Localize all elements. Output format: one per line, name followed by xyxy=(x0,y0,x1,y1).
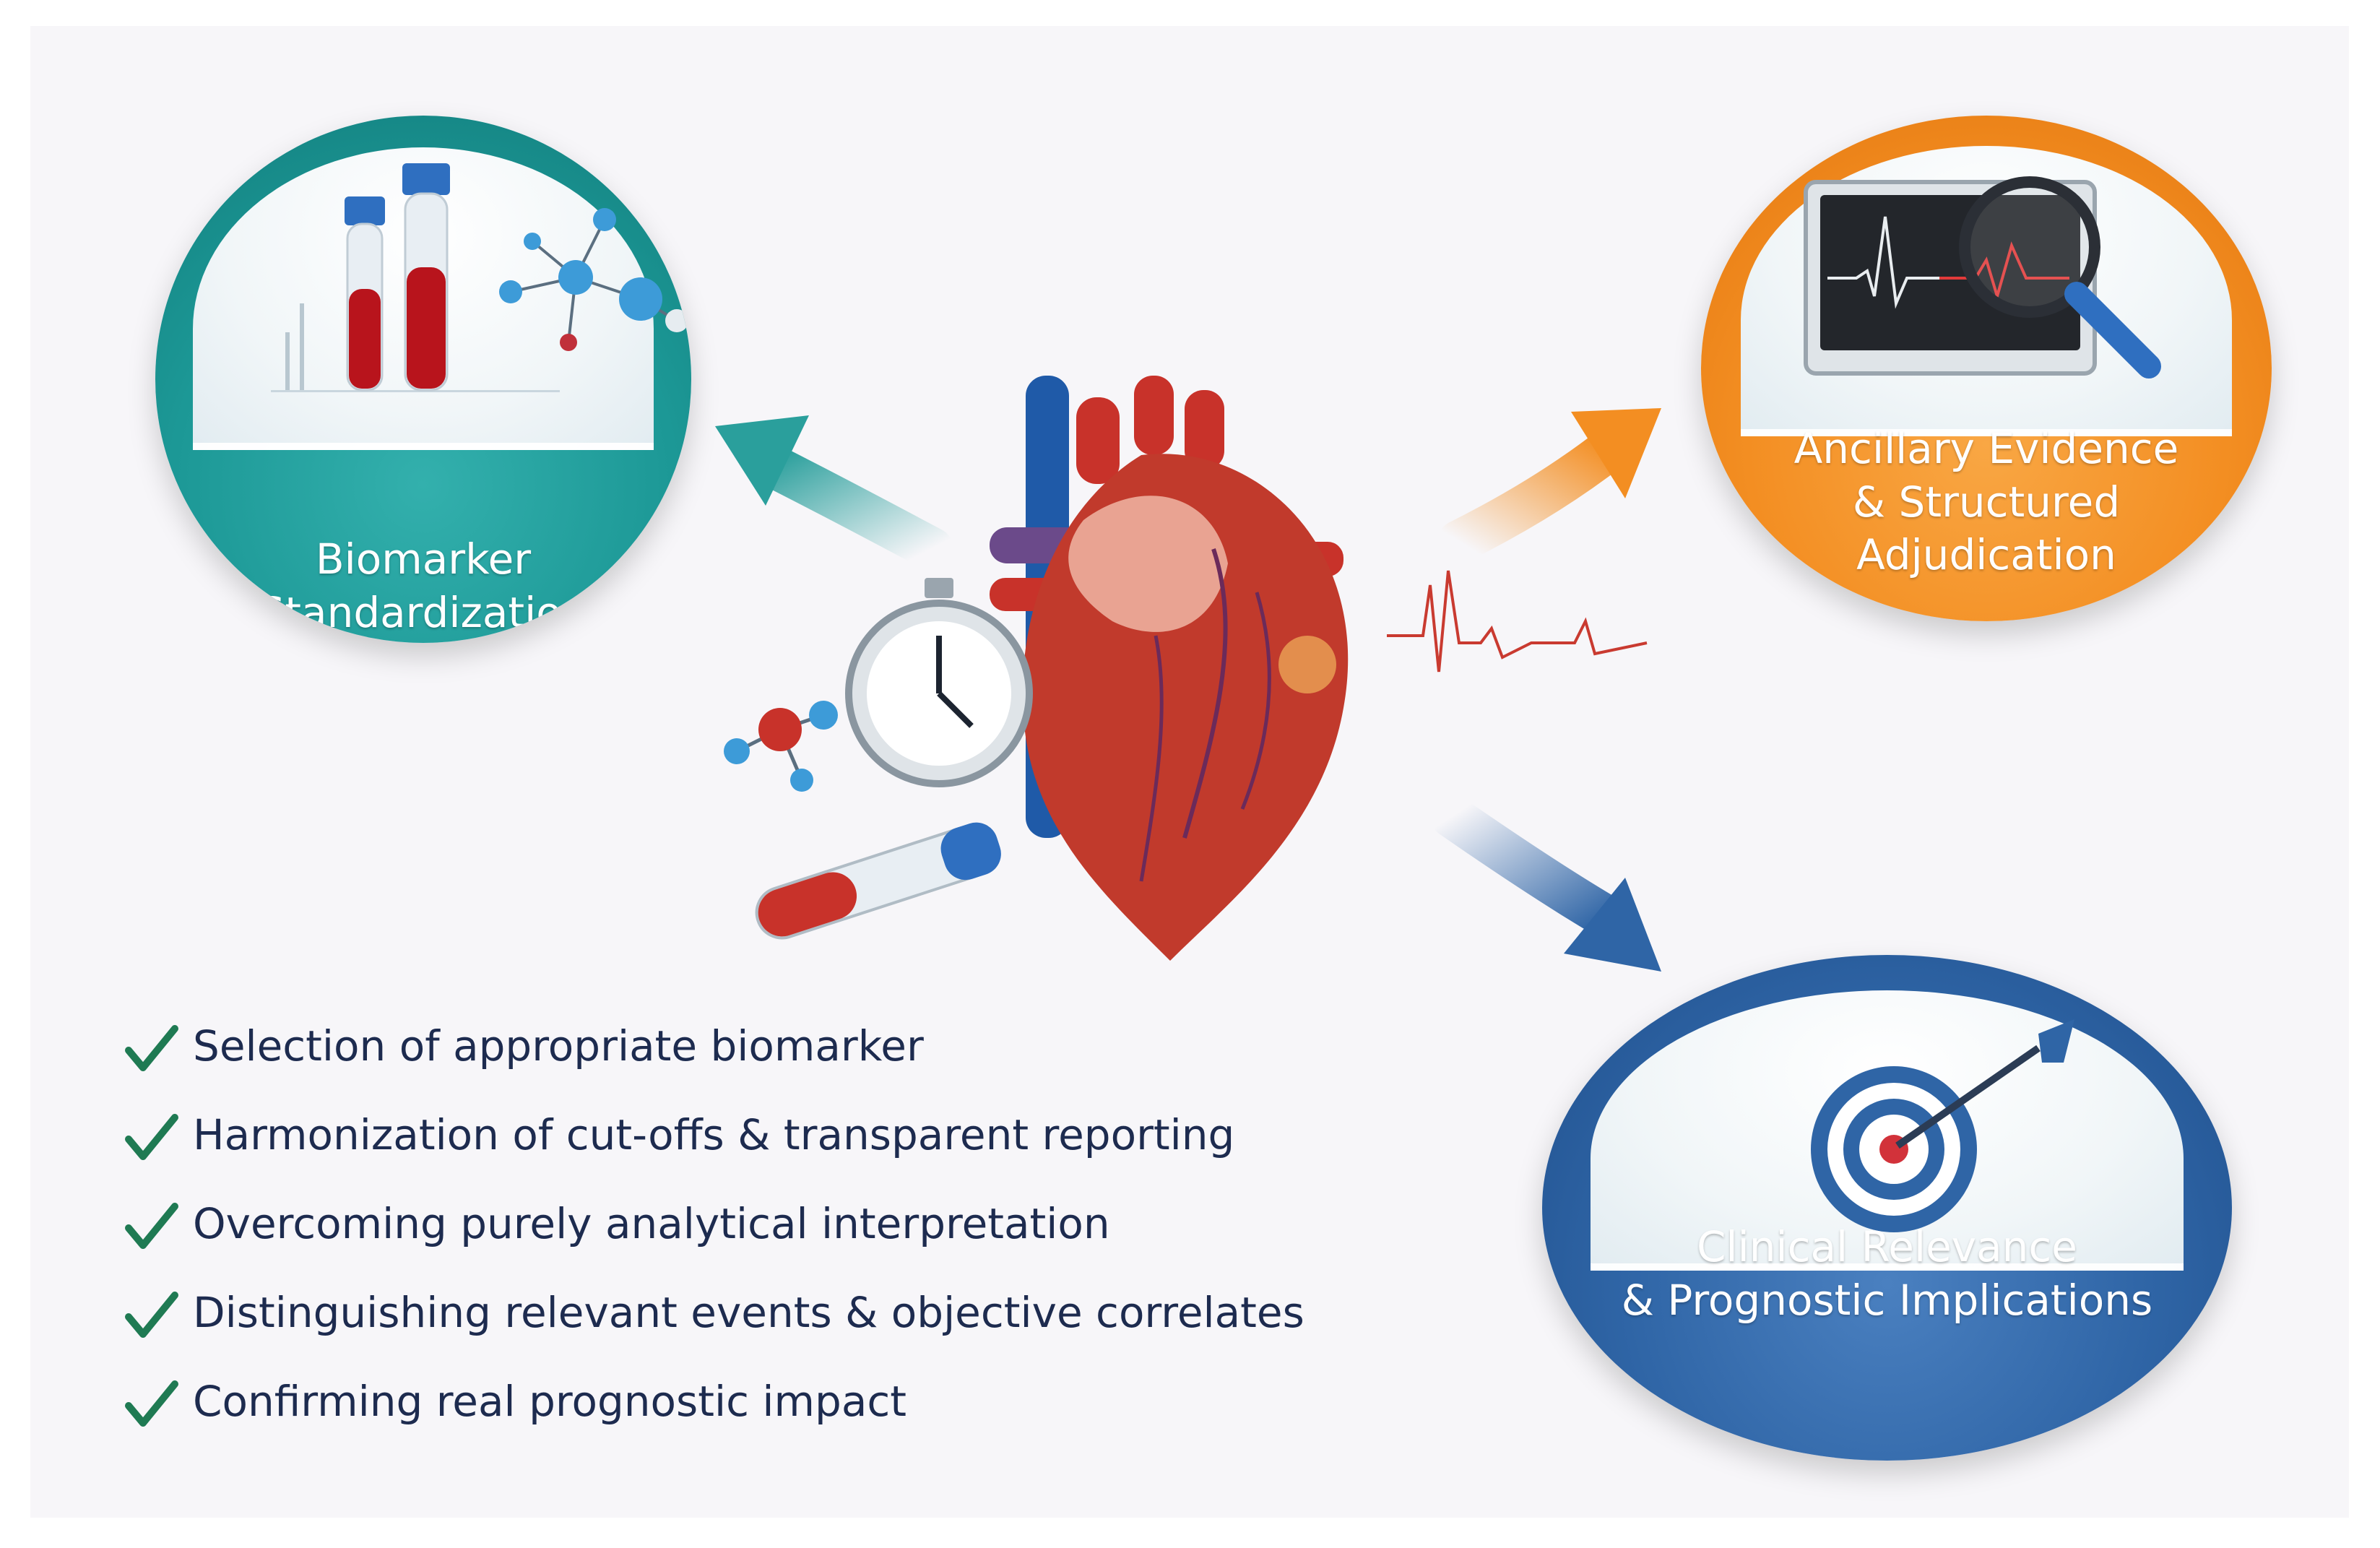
ancillary-illustration-panel xyxy=(1741,146,2232,436)
ancillary-label-line-1: Ancillary Evidence xyxy=(1793,424,2179,473)
check-icon xyxy=(125,1203,178,1249)
biomarker-label-line-2: Standardization xyxy=(258,587,589,637)
arrow-to-biomarker xyxy=(715,415,953,571)
checklist-text: Distinguishing relevant events & objecti… xyxy=(193,1288,1304,1337)
stopwatch-icon xyxy=(845,578,1033,787)
checklist-text: Selection of appropriate biomarker xyxy=(193,1021,924,1071)
check-icon xyxy=(125,1380,178,1427)
biomarker-standardization-node: Biomarker Standardization xyxy=(155,116,691,643)
blood-tube-icon xyxy=(755,822,1001,940)
magnifier-icon xyxy=(1959,176,2162,379)
arrow-to-ancillary xyxy=(1437,408,1661,563)
check-icon xyxy=(125,1114,178,1160)
list-item: Selection of appropriate biomarker xyxy=(124,1017,1304,1106)
list-item: Distinguishing relevant events & objecti… xyxy=(124,1284,1304,1372)
blood-tube-icon xyxy=(270,163,560,392)
list-item: Confirming real prognostic impact xyxy=(124,1372,1304,1461)
ecg-trace-icon xyxy=(1387,570,1648,673)
clinical-label: Clinical Relevance & Prognostic Implicat… xyxy=(1542,1221,2232,1327)
list-item: Harmonization of cut-offs & transparent … xyxy=(124,1106,1304,1195)
clinical-relevance-node: Clinical Relevance & Prognostic Implicat… xyxy=(1542,955,2232,1461)
clinical-label-line-2: & Prognostic Implications xyxy=(1621,1275,2153,1325)
ancillary-evidence-node: Ancillary Evidence & Structured Adjudica… xyxy=(1701,116,2272,621)
heart-icon xyxy=(990,376,1349,961)
target-icon xyxy=(1810,1066,1977,1232)
checklist-text: Harmonization of cut-offs & transparent … xyxy=(193,1110,1235,1159)
ancillary-label-line-2: & Structured xyxy=(1852,477,2121,527)
list-item: Overcoming purely analytical interpretat… xyxy=(124,1195,1304,1284)
check-icon xyxy=(125,1025,178,1071)
biomarker-label: Biomarker Standardization xyxy=(155,533,691,639)
clinical-illustration-panel xyxy=(1590,990,2184,1271)
ancillary-label-line-3: Adjudication xyxy=(1856,530,2116,580)
molecule-icon xyxy=(498,207,688,351)
center-illustration xyxy=(724,376,1648,961)
molecule-icon xyxy=(724,701,838,792)
checklist-text: Overcoming purely analytical interpretat… xyxy=(193,1199,1110,1248)
checklist-text: Confirming real prognostic impact xyxy=(193,1377,907,1426)
ancillary-label: Ancillary Evidence & Structured Adjudica… xyxy=(1701,423,2272,582)
checklist: Selection of appropriate biomarker Harmo… xyxy=(124,1017,1304,1461)
clinical-label-line-1: Clinical Relevance xyxy=(1697,1222,2077,1271)
biomarker-illustration-panel xyxy=(192,147,688,450)
arrow-to-clinical xyxy=(1430,795,1661,972)
check-icon xyxy=(125,1292,178,1338)
arrow-icon xyxy=(1895,1019,2074,1149)
biomarker-label-line-1: Biomarker xyxy=(315,535,532,584)
